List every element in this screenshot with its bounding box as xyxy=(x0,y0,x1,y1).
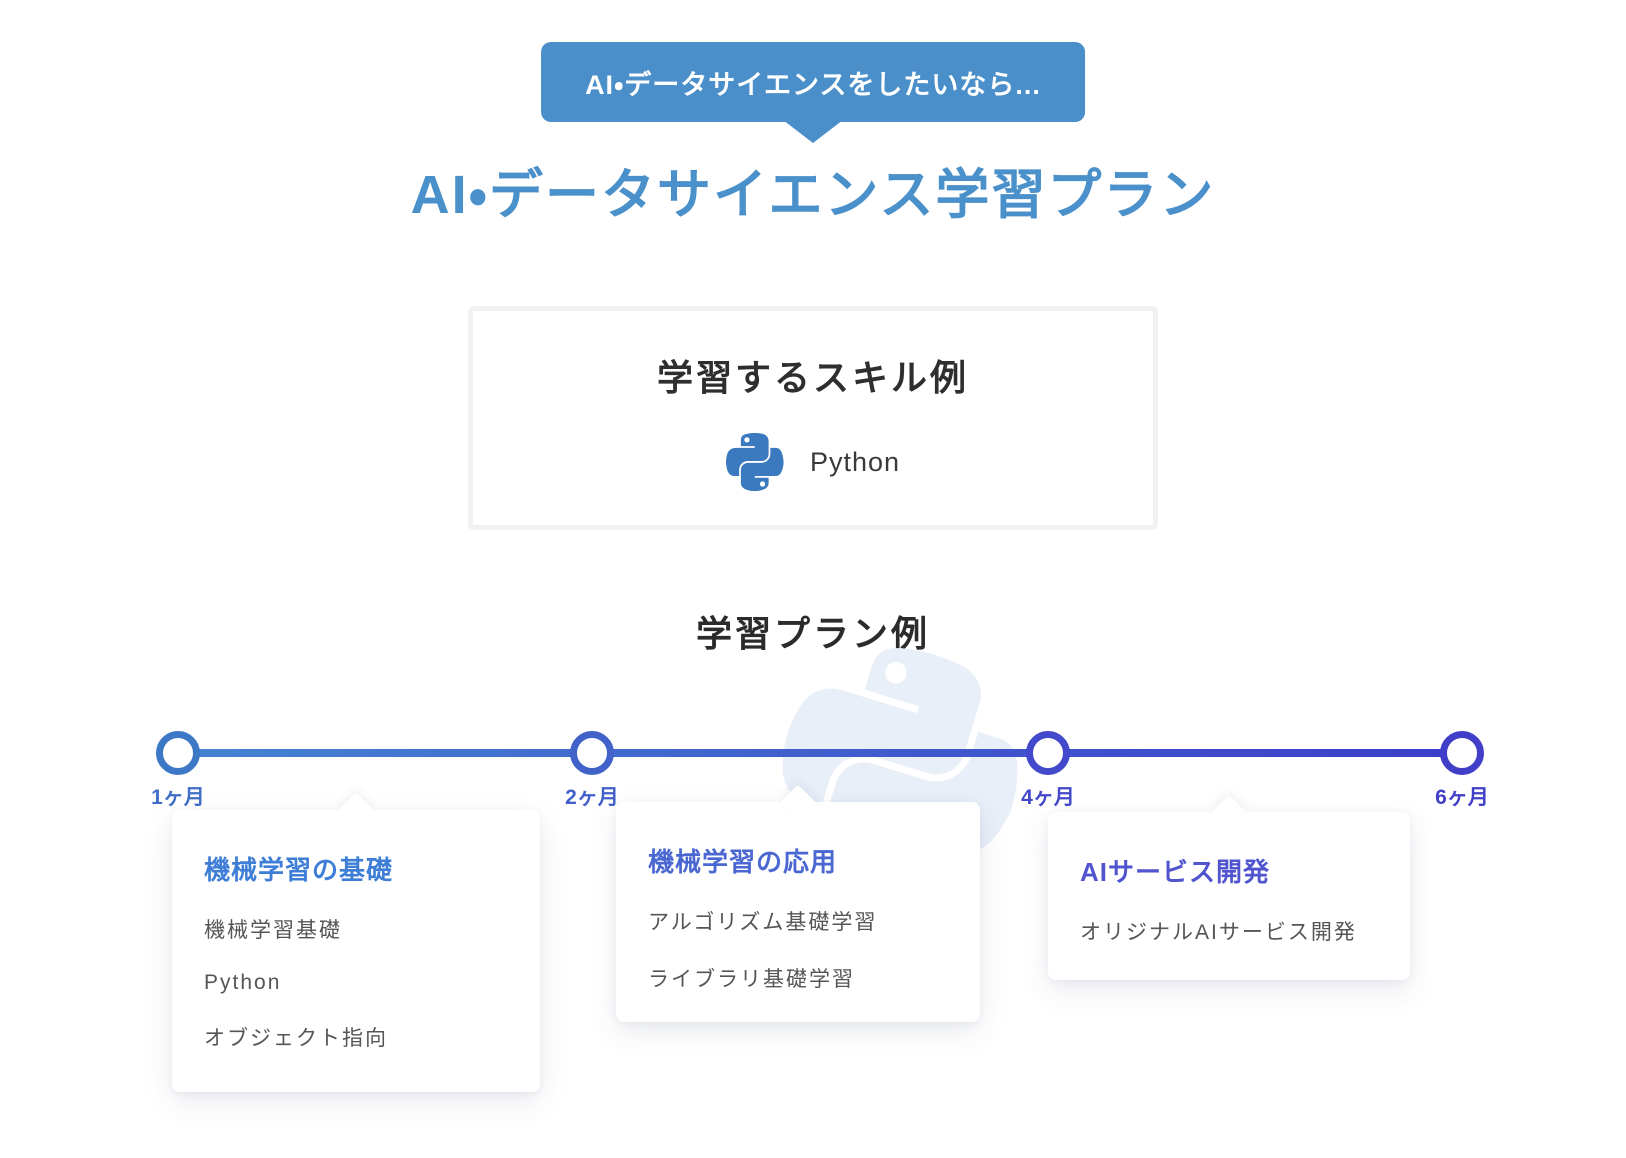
timeline-label-4: 6ヶ月 xyxy=(1435,786,1489,809)
intro-speech-bubble: AI・データサイエンスをしたいなら... xyxy=(541,42,1085,122)
plan-card-ml-applied: 機械学習の応用 アルゴリズム基礎学習 ライブラリ基礎学習 xyxy=(616,784,980,1022)
plan-card-ai-service: AIサービス開発 オリジナルAIサービス開発 xyxy=(1048,794,1410,980)
skill-row-python: Python xyxy=(473,433,1153,491)
python-icon xyxy=(725,433,784,491)
plan-card-item: Python xyxy=(204,971,282,994)
plan-card-item: アルゴリズム基礎学習 xyxy=(648,911,878,934)
timeline-node-1 xyxy=(156,731,200,775)
timeline-node-3 xyxy=(1026,731,1070,775)
skills-example-box: 学習するスキル例 Python xyxy=(468,306,1158,530)
page-title: AI・データサイエンス学習プラン xyxy=(410,165,1216,225)
skills-example-heading: 学習するスキル例 xyxy=(656,357,969,398)
intro-speech-bubble-label: AI・データサイエンスをしたいなら... xyxy=(585,69,1041,100)
timeline-label-1: 1ヶ月 xyxy=(151,786,205,809)
speech-bubble-pointer xyxy=(783,120,843,143)
timeline-label-3: 4ヶ月 xyxy=(1021,786,1075,809)
plan-card-title: 機械学習の応用 xyxy=(648,847,838,877)
timeline-line xyxy=(178,749,1462,757)
plan-card-item: オブジェクト指向 xyxy=(204,1027,388,1050)
plan-heading: 学習プラン例 xyxy=(695,613,930,654)
plan-card-ml-basics: 機械学習の基礎 機械学習基礎 Python オブジェクト指向 xyxy=(172,792,540,1092)
plan-card-title: 機械学習の基礎 xyxy=(204,855,394,885)
plan-card-item: ライブラリ基礎学習 xyxy=(648,968,855,991)
card-pointer xyxy=(337,792,375,830)
timeline-label-2: 2ヶ月 xyxy=(565,786,619,809)
plan-card-item: 機械学習基礎 xyxy=(204,919,342,942)
plan-card-title: AIサービス開発 xyxy=(1080,857,1271,887)
timeline-node-2 xyxy=(570,731,614,775)
timeline-node-4 xyxy=(1440,731,1484,775)
card-pointer xyxy=(1210,794,1248,832)
skill-label-python: Python xyxy=(809,446,901,477)
plan-card-item: オリジナルAIサービス開発 xyxy=(1080,921,1357,944)
